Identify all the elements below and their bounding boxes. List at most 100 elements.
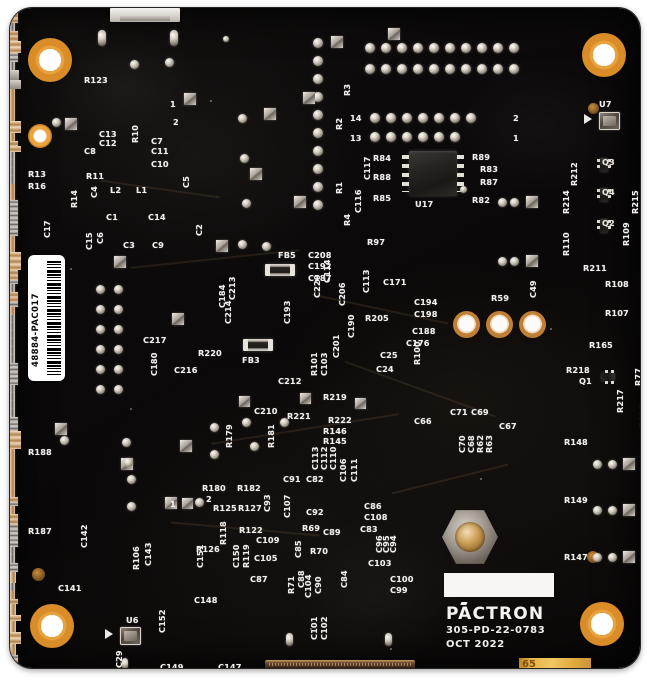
label-r77: R77	[633, 368, 640, 386]
label-r14: R14	[69, 190, 79, 208]
label-r127: R127	[238, 503, 262, 513]
via	[98, 30, 106, 46]
label-c10: C10	[151, 159, 169, 169]
label-c25: C25	[380, 350, 398, 360]
label-r83: R83	[480, 164, 498, 174]
label-c109: C109	[256, 535, 280, 545]
label-c206: C206	[337, 282, 347, 307]
capacitor-c11	[10, 35, 18, 41]
capacitor-c212	[10, 514, 18, 519]
transistor-q2	[597, 219, 611, 233]
via	[608, 460, 617, 469]
via	[32, 568, 45, 581]
label-r165: R165	[589, 340, 613, 350]
resistor-r107	[10, 371, 18, 376]
speckle	[130, 408, 132, 410]
resistor-r222	[10, 528, 18, 533]
label-c9: C9	[152, 240, 164, 250]
header-pins-row	[370, 113, 482, 123]
capacitor-c113	[10, 243, 15, 252]
label-c71: C71	[450, 407, 468, 417]
resistor-r1	[10, 167, 15, 176]
label-c12: C12	[99, 138, 117, 148]
via	[122, 658, 128, 668]
label-r82: R82	[472, 195, 490, 205]
barcode-bars	[47, 261, 61, 375]
header-pins-row	[365, 64, 525, 74]
capacitor-c2	[10, 132, 15, 141]
capacitor	[10, 442, 21, 449]
label-r179: R179	[224, 424, 234, 448]
label-r4: R4	[342, 213, 352, 226]
label-c149: C149	[160, 662, 184, 668]
label-c152: C152	[157, 609, 167, 634]
label-r109: R109	[621, 222, 631, 246]
capacitor-c10	[10, 40, 21, 47]
resistor-r146	[10, 537, 18, 542]
label-c110: C110	[328, 446, 338, 471]
via	[593, 506, 602, 515]
fiducial-number: 65	[522, 659, 536, 668]
via	[242, 199, 251, 208]
via	[608, 506, 617, 515]
capacitor-c6	[10, 112, 15, 121]
label-r63: R63	[484, 435, 494, 453]
label-c15: C15	[84, 232, 94, 250]
label-r89: R89	[472, 152, 490, 162]
resistor-r180	[10, 562, 18, 567]
capacitor-c5	[10, 88, 15, 97]
test-pad	[623, 504, 635, 516]
via	[313, 38, 323, 48]
label-c91: C91	[283, 474, 301, 484]
label-r180: R180	[202, 483, 226, 493]
speckle	[480, 478, 482, 480]
via	[313, 146, 323, 156]
capacitor-c117	[10, 191, 15, 200]
via	[510, 257, 519, 266]
label-c208: C208	[308, 250, 332, 260]
via	[96, 385, 105, 394]
label-c117: C117	[362, 156, 372, 181]
pin-label-13: 13	[350, 133, 362, 143]
capacitor-c24	[10, 297, 18, 302]
test-pad	[388, 28, 400, 40]
via	[498, 198, 507, 207]
via	[385, 633, 392, 646]
via	[242, 418, 251, 427]
resistor-r220	[10, 501, 18, 506]
label-q1: Q1	[579, 376, 592, 386]
label-r126: R126	[196, 544, 220, 554]
capacitor-c198	[10, 263, 21, 270]
label-r214: R214	[561, 190, 571, 214]
via	[313, 182, 323, 192]
label-c171: C171	[383, 277, 407, 287]
pcb-substrate: 48884-PAC017 PACTRON 305-PD-22-0783 OCT …	[10, 8, 640, 668]
speckle	[390, 648, 392, 650]
label-c103: C103	[368, 558, 392, 568]
capacitor	[10, 436, 21, 443]
part-number: 305-PD-22-0783	[446, 625, 546, 636]
ferrite-bead-fb5	[265, 264, 295, 276]
label-q4: Q4	[602, 187, 615, 197]
resistor-r59	[10, 302, 18, 307]
resistor-r165	[10, 376, 18, 381]
barcode-label: 48884-PAC017	[28, 255, 65, 381]
resistor-r87	[10, 222, 18, 227]
ic-u17	[402, 151, 464, 196]
label-c216: C216	[174, 365, 198, 375]
mounting-hole-top-right	[582, 33, 626, 77]
label-r211: R211	[583, 263, 607, 273]
resistor-r85	[10, 208, 18, 213]
via	[460, 186, 467, 193]
label-r107: R107	[605, 308, 629, 318]
label-c102: C102	[319, 616, 329, 641]
pin-label-1-upper: 1	[170, 99, 176, 109]
capacitor	[10, 464, 15, 473]
trace	[391, 463, 509, 495]
test-pad	[184, 93, 196, 105]
label-c148: C148	[194, 595, 218, 605]
capacitor-c141	[10, 598, 18, 604]
mounting-hole-bottom-left	[30, 604, 74, 648]
capacitor-c66	[10, 659, 18, 664]
speckle	[210, 100, 212, 102]
